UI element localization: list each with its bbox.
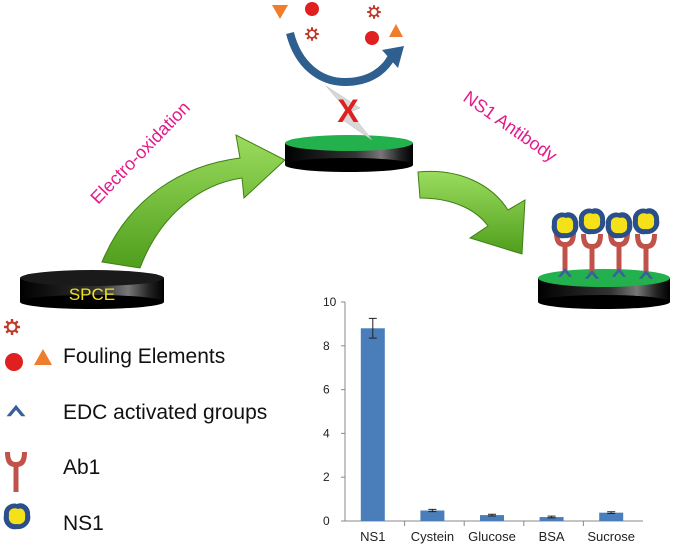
x-tick-label: Cystein xyxy=(411,529,454,544)
bars xyxy=(360,317,624,521)
bar-bsa xyxy=(539,517,564,521)
y-tick-label: 4 xyxy=(323,426,330,440)
bar-sucrose xyxy=(599,512,624,521)
legend: Fouling Elements EDC activated groups Ab… xyxy=(2,317,267,535)
y-tick-label: 2 xyxy=(323,470,330,484)
bar-cystein xyxy=(420,510,445,521)
red-circle-icon xyxy=(365,31,379,45)
fouling-elements-group xyxy=(272,2,403,45)
spce-electrode: SPCE xyxy=(20,270,164,309)
x-labels: NS1 Cystein Glucose BSA Sucrose xyxy=(360,521,635,544)
red-circle-icon xyxy=(5,353,23,371)
y-tick-label: 0 xyxy=(323,514,330,528)
legend-label-fouling: Fouling Elements xyxy=(63,345,225,368)
orange-triangle-icon xyxy=(34,349,52,365)
ns1-array xyxy=(551,208,660,239)
error-bar-ns1 xyxy=(368,317,377,339)
bar-chart: 0 2 4 6 8 10 NS1 Cystein Glucose BSA Sucrose xyxy=(323,295,643,544)
ns1-blob-icon xyxy=(551,212,579,239)
blocked-x-mark: X xyxy=(337,93,359,129)
ns1-blob-icon xyxy=(632,208,660,235)
curved-repel-arrow xyxy=(286,31,396,87)
y-ticks: 0 2 4 6 8 10 xyxy=(323,295,345,528)
immunosensor-electrode xyxy=(538,208,670,309)
orange-triangle-icon xyxy=(389,24,403,37)
block-bolt-icon xyxy=(325,85,373,141)
ns1-blob-icon xyxy=(578,208,606,235)
x-tick-label: BSA xyxy=(539,529,565,544)
error-bar-bsa xyxy=(547,515,556,519)
ns1-blob-icon xyxy=(3,503,31,530)
legend-label-ns1: NS1 xyxy=(63,512,104,535)
gear-icon xyxy=(366,4,382,20)
orange-triangle-icon xyxy=(272,5,288,19)
legend-label-edc: EDC activated groups xyxy=(63,401,267,424)
green-arrow-antibody xyxy=(417,170,526,255)
error-bar-cystein xyxy=(428,508,437,513)
legend-label-ab1: Ab1 xyxy=(63,456,100,479)
x-tick-label: Glucose xyxy=(468,529,516,544)
ns1-antibody-label: NS1 Antibody xyxy=(460,87,561,166)
x-tick-label: NS1 xyxy=(360,529,385,544)
antibody-icon xyxy=(5,452,27,492)
chevron-icon xyxy=(6,404,26,417)
y-tick-label: 6 xyxy=(323,383,330,397)
bar-ns1 xyxy=(360,328,385,521)
antibody-icon xyxy=(581,234,603,274)
antibody-icon xyxy=(635,234,657,274)
y-tick-label: 8 xyxy=(323,339,330,353)
error-bar-sucrose xyxy=(607,511,616,515)
gear-icon xyxy=(304,26,320,42)
oxidized-electrode xyxy=(285,135,413,172)
gear-icon xyxy=(2,317,22,337)
bar-glucose xyxy=(480,515,504,521)
ns1-blob-icon xyxy=(605,212,633,239)
curved-arrow-head xyxy=(382,46,404,68)
x-tick-label: Sucrose xyxy=(587,529,635,544)
error-bar-glucose xyxy=(488,513,496,517)
red-circle-icon xyxy=(305,2,319,16)
y-tick-label: 10 xyxy=(323,295,337,309)
spce-label: SPCE xyxy=(69,285,115,304)
